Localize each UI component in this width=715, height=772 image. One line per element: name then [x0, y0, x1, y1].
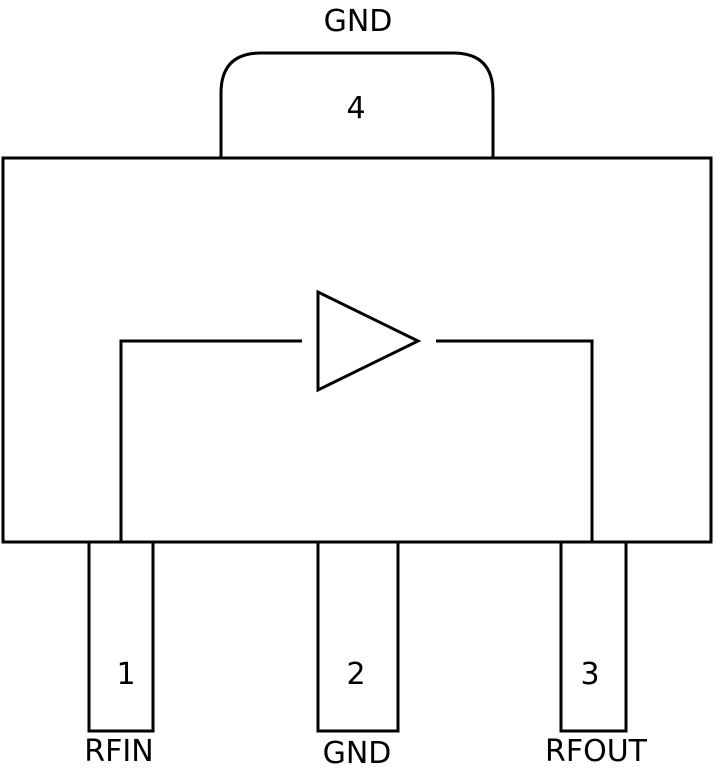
pin-3-number: 3 [580, 657, 599, 692]
output-trace [436, 339, 594, 542]
pin-2-name: GND [323, 736, 392, 771]
top-gnd-label: GND [324, 4, 393, 39]
pin-1-name: RFIN [84, 734, 153, 769]
amplifier-triangle-icon [316, 289, 422, 393]
package-body [1, 156, 713, 544]
pin-1-number: 1 [116, 657, 135, 692]
pin-3-lead [559, 542, 628, 733]
pin-3-name: RFOUT [545, 734, 648, 769]
pin-1-lead [87, 542, 155, 733]
pin-4-number: 4 [346, 91, 365, 126]
pin-2-lead [316, 542, 400, 733]
input-trace [119, 339, 302, 542]
tab-pin-4 [219, 51, 495, 158]
pin-2-number: 2 [346, 657, 365, 692]
